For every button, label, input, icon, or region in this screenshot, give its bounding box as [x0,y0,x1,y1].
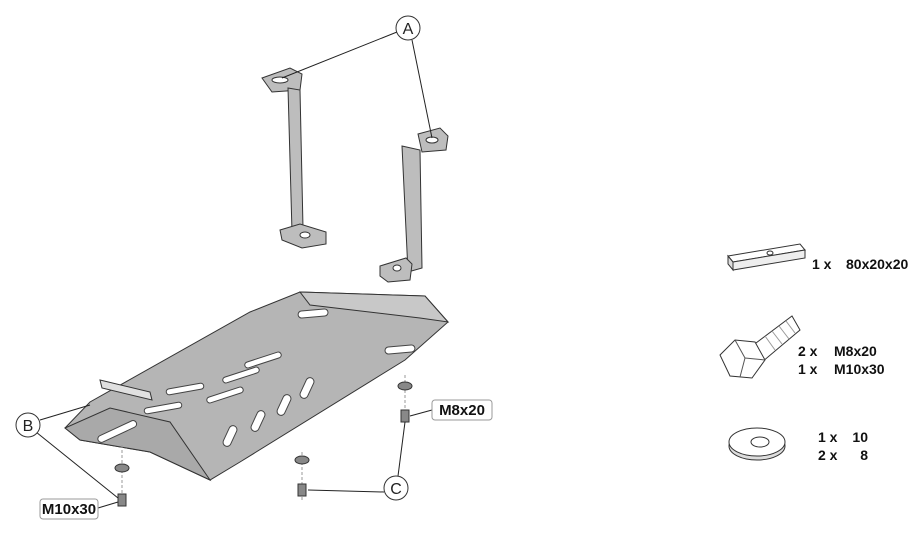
label-m10x30: M10x30 [39,498,119,520]
callout-a-label: A [403,21,414,38]
bracket-left [261,67,327,249]
bolt-m8-size: M8x20 [834,343,877,359]
callout-b: B [15,404,119,499]
bolt-m10-size: M10x30 [834,361,885,377]
m10x30-text: M10x30 [42,501,96,518]
bracket-right [379,127,449,283]
washer-10-qty: 1 x [818,429,838,445]
callout-b-label: B [23,418,34,435]
m8x20-text: M8x20 [439,402,485,419]
plate-size: 80x20x20 [846,256,909,272]
fasteners [114,375,413,507]
bolt-m8-qty: 2 x [798,343,818,359]
part-plate [727,243,806,272]
skid-plate [64,291,450,482]
label-m8x20: M8x20 [409,399,493,421]
part-washer [728,427,786,461]
washer-10-size: 10 [852,429,868,445]
washer-8-size: 8 [860,447,868,463]
part-bolt [719,315,801,379]
plate-qty: 1 x [812,256,832,272]
callout-c: C [307,421,409,501]
callout-c-label: C [390,481,402,498]
washer-8-qty: 2 x [818,447,838,463]
bolt-m10-qty: 1 x [798,361,818,377]
callout-a: A [281,15,433,139]
